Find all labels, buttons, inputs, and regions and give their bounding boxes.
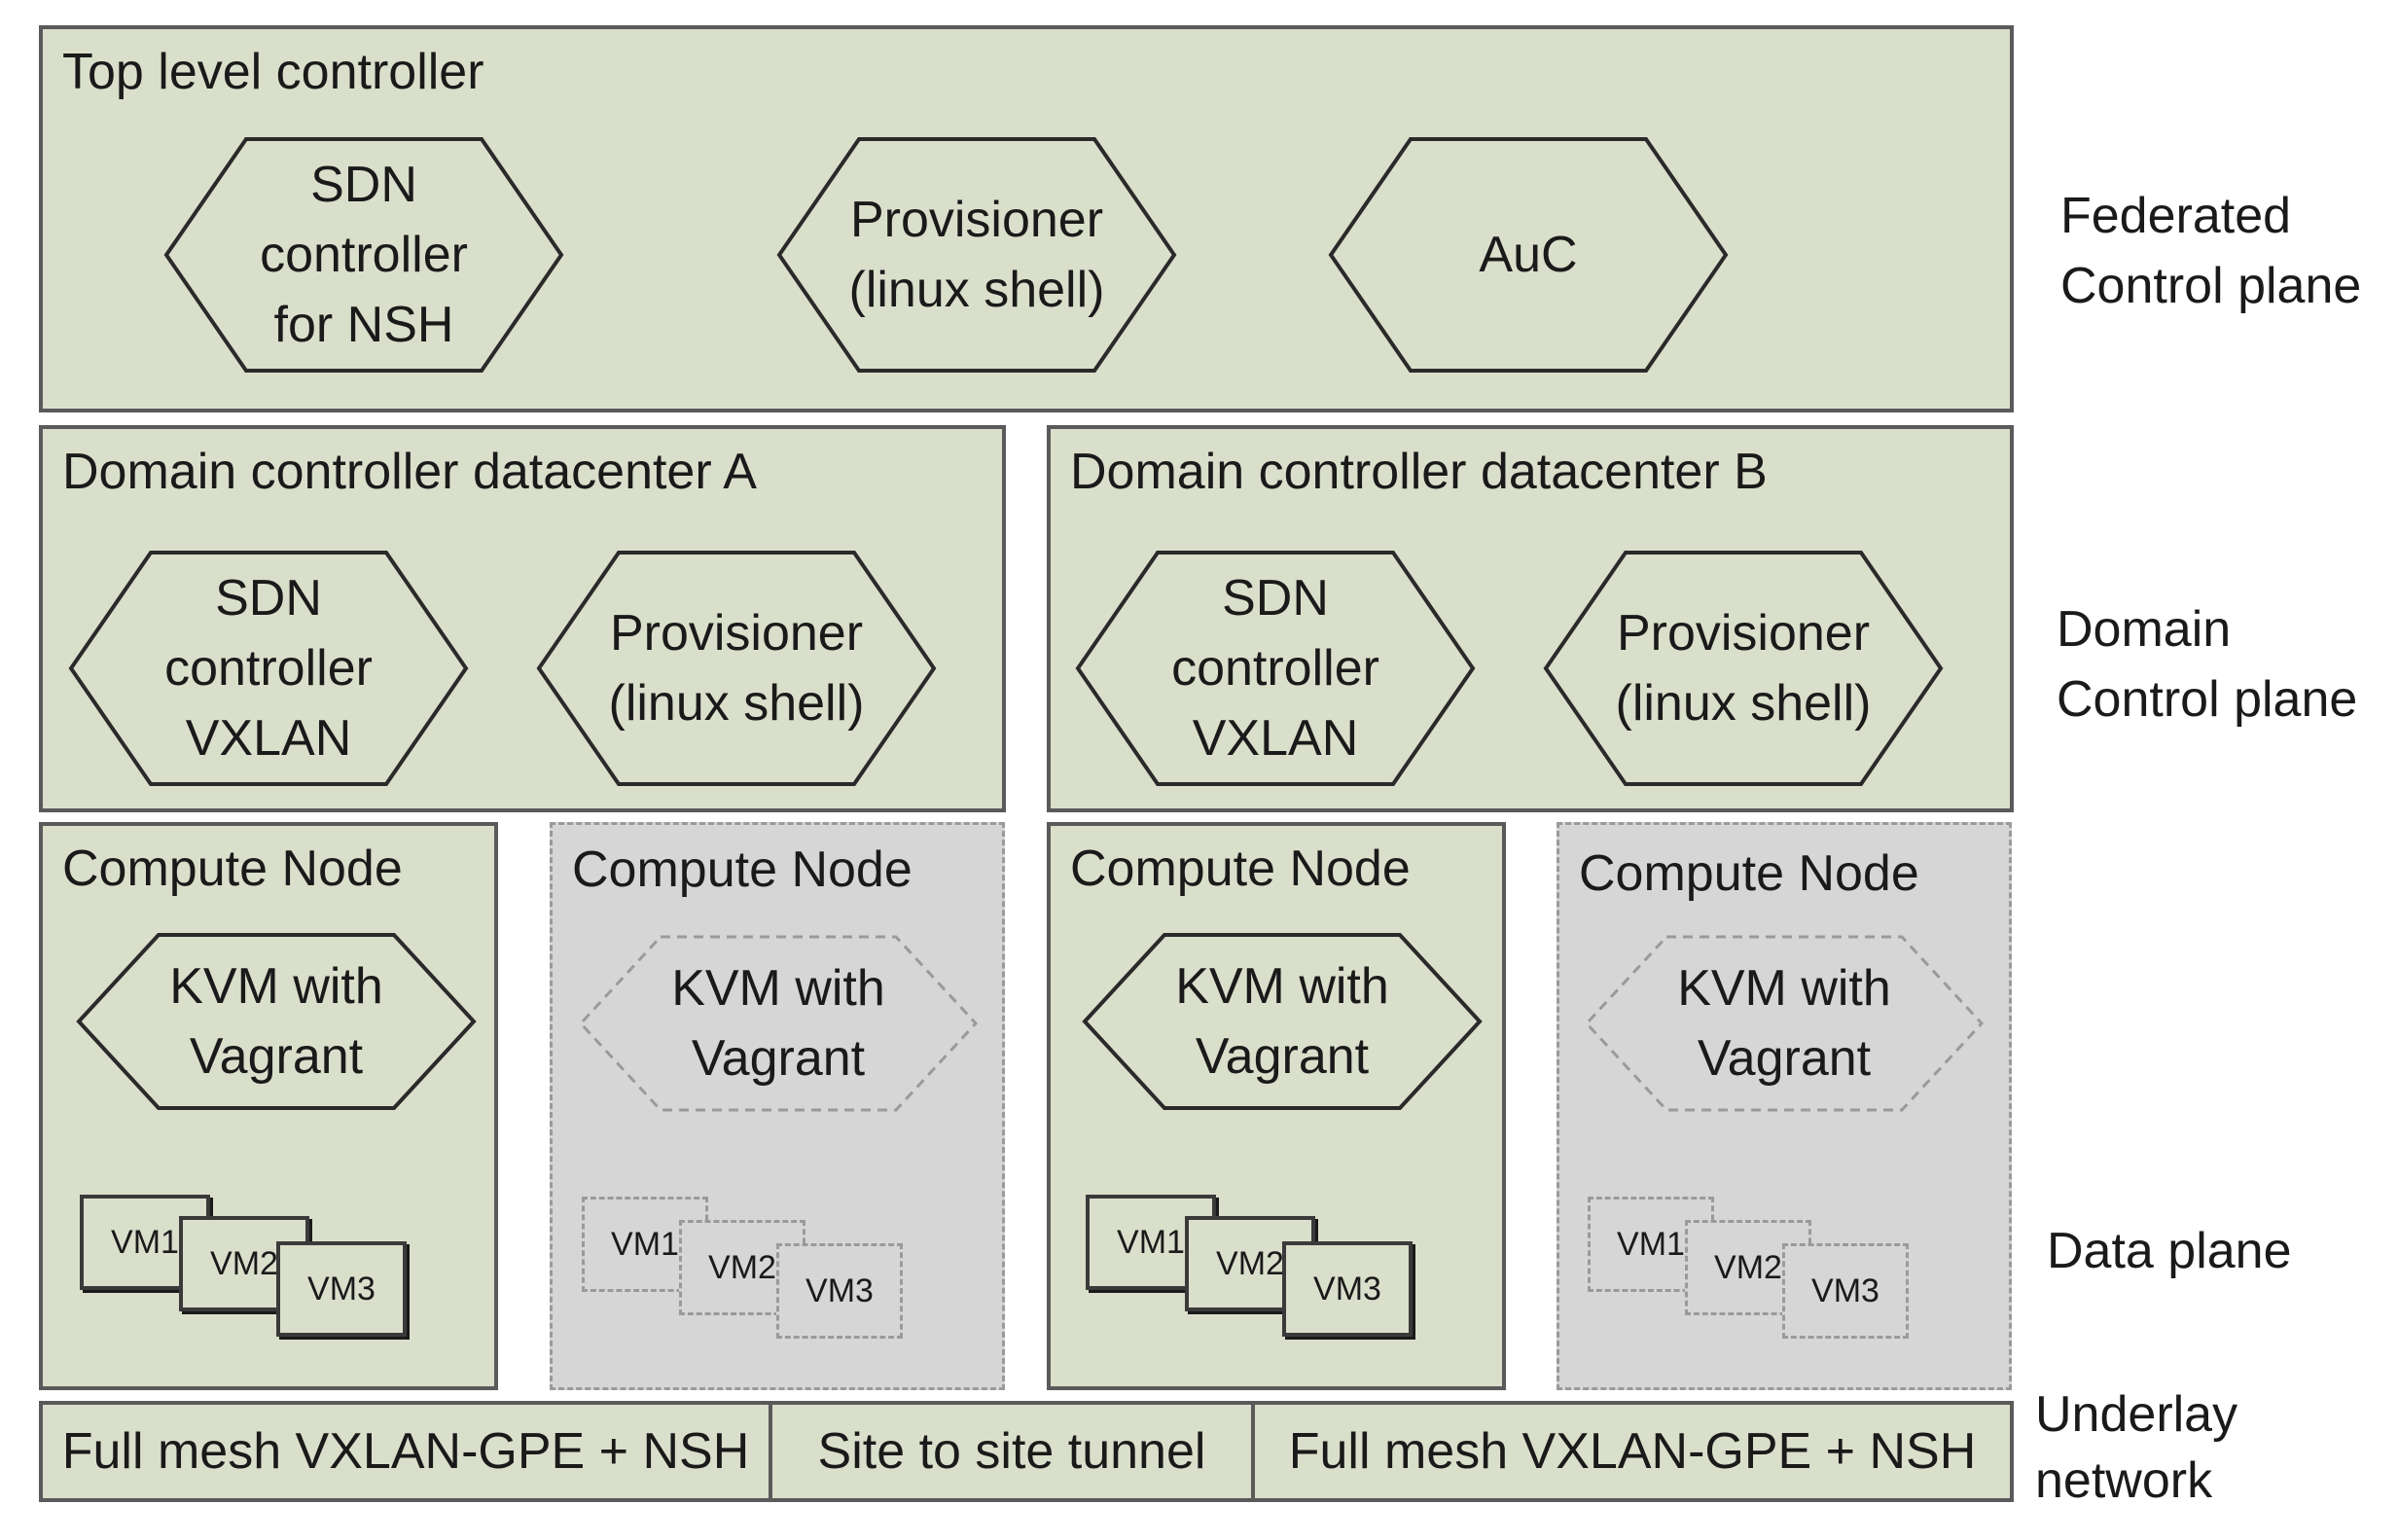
kvm-vagrant-1-label: KVM with Vagrant xyxy=(76,932,477,1111)
provisioner-top-label: Provisioner (linux shell) xyxy=(776,136,1177,374)
compute-node-2-title: Compute Node xyxy=(572,842,913,898)
provisioner-a-label: Provisioner (linux shell) xyxy=(536,550,937,787)
hex-line: Provisioner xyxy=(849,192,1104,248)
domain-control-plane-label: Domain Control plane xyxy=(2057,594,2357,734)
hex-line: controller xyxy=(164,640,373,697)
domain-controller-a-title: Domain controller datacenter A xyxy=(62,444,757,500)
hex-line: controller xyxy=(1171,640,1379,697)
kvm-vagrant-4-label: KVM with Vagrant xyxy=(1584,934,1985,1113)
compute-node-1-title: Compute Node xyxy=(62,841,403,897)
vm3-box: VM3 xyxy=(1282,1241,1413,1337)
federated-control-plane-label: Federated Control plane xyxy=(2060,181,2361,321)
kvm-vagrant-2-hexagon xyxy=(578,935,979,1112)
hex-line: controller xyxy=(260,227,468,283)
hex-line: Vagrant xyxy=(189,1028,364,1085)
sdn-controller-nsh-hexagon xyxy=(163,137,564,373)
label-line: Control plane xyxy=(2057,671,2358,728)
hex-line: (linux shell) xyxy=(848,262,1105,318)
kvm-vagrant-2-label: KVM with Vagrant xyxy=(578,934,979,1113)
top-level-controller-title: Top level controller xyxy=(62,44,484,100)
sdn-controller-vxlan-b-hexagon xyxy=(1075,551,1476,786)
auc-hexagon xyxy=(1328,137,1729,373)
hex-line: Vagrant xyxy=(1195,1028,1370,1085)
hex-line: SDN xyxy=(1222,570,1329,627)
hex-line: KVM with xyxy=(169,958,383,1015)
hex-line: AuC xyxy=(1479,227,1578,283)
label-line: Federated xyxy=(2060,188,2292,244)
auc-label: AuC xyxy=(1328,136,1729,374)
kvm-vagrant-4-hexagon xyxy=(1584,935,1985,1112)
sdn-controller-vxlan-a-hexagon xyxy=(68,551,469,786)
underlay-segment-tunnel: Site to site tunnel xyxy=(769,1401,1255,1502)
compute-node-3-title: Compute Node xyxy=(1070,841,1411,897)
kvm-vagrant-3-label: KVM with Vagrant xyxy=(1082,932,1483,1111)
kvm-vagrant-3-hexagon xyxy=(1082,933,1483,1110)
hex-line: Vagrant xyxy=(691,1030,866,1087)
compute-node-4-title: Compute Node xyxy=(1579,845,1919,902)
hex-line: (linux shell) xyxy=(1615,675,1872,732)
sdn-controller-vxlan-b-label: SDN controller VXLAN xyxy=(1075,550,1476,787)
hex-line: (linux shell) xyxy=(608,675,865,732)
data-plane-label: Data plane xyxy=(2047,1216,2292,1286)
underlay-network-label: Underlay network xyxy=(2035,1381,2237,1514)
vm3-ghost-box: VM3 xyxy=(1782,1243,1909,1339)
label-line: Domain xyxy=(2057,601,2232,658)
sdn-controller-vxlan-a-label: SDN controller VXLAN xyxy=(68,550,469,787)
hex-line: for NSH xyxy=(273,297,454,353)
sdn-controller-nsh-label: SDN controller for NSH xyxy=(163,136,564,374)
hex-line: KVM with xyxy=(1677,960,1891,1017)
label-line: Control plane xyxy=(2060,258,2362,314)
hex-line: VXLAN xyxy=(185,710,352,767)
underlay-segment-b: Full mesh VXLAN-GPE + NSH xyxy=(1251,1401,2014,1502)
vm3-box: VM3 xyxy=(276,1241,407,1337)
underlay-segment-a: Full mesh VXLAN-GPE + NSH xyxy=(39,1401,772,1502)
label-line: network xyxy=(2035,1452,2213,1509)
kvm-vagrant-1-hexagon xyxy=(76,933,477,1110)
label-line: Data plane xyxy=(2047,1223,2292,1279)
hex-line: Provisioner xyxy=(609,605,864,662)
provisioner-a-hexagon xyxy=(536,551,937,786)
hex-line: SDN xyxy=(215,570,322,627)
domain-controller-b-title: Domain controller datacenter B xyxy=(1070,444,1768,500)
hex-line: VXLAN xyxy=(1192,710,1359,767)
hex-line: SDN xyxy=(310,157,417,213)
hex-line: KVM with xyxy=(1175,958,1389,1015)
hex-line: KVM with xyxy=(671,960,885,1017)
provisioner-b-label: Provisioner (linux shell) xyxy=(1543,550,1944,787)
label-line: Underlay xyxy=(2035,1386,2238,1443)
hex-line: Vagrant xyxy=(1697,1030,1872,1087)
provisioner-b-hexagon xyxy=(1543,551,1944,786)
provisioner-top-hexagon xyxy=(776,137,1177,373)
hex-line: Provisioner xyxy=(1616,605,1871,662)
vm3-ghost-box: VM3 xyxy=(776,1243,903,1339)
